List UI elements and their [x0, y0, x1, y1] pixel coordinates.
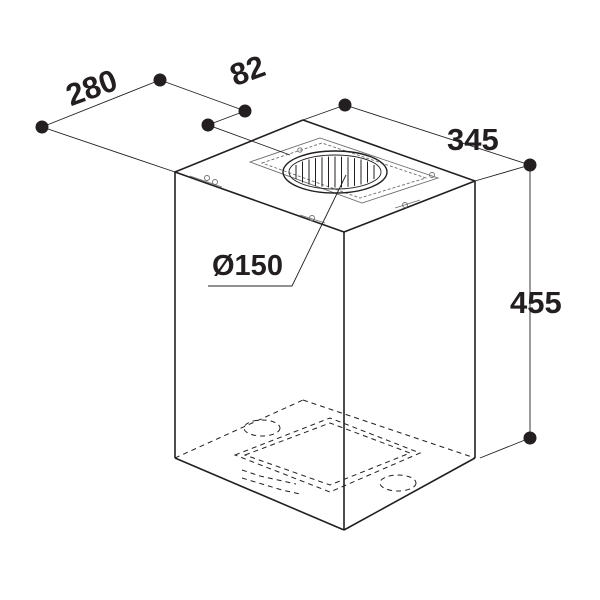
screw-hole	[402, 202, 408, 208]
screw-hole	[429, 172, 435, 178]
screw-hole	[204, 175, 210, 181]
top-plate-recess	[248, 137, 440, 204]
hidden-filter-inner	[243, 422, 412, 486]
dim-150-leader	[208, 174, 347, 287]
dim-dot	[523, 431, 537, 445]
dim-455-ext-bottom	[479, 437, 531, 459]
dim-82-ext	[207, 124, 291, 156]
box-bottom-left-edge	[174, 457, 345, 531]
dimension-lines	[41, 79, 531, 459]
duct-grille	[282, 150, 388, 194]
width-dimension-label: 345	[447, 122, 499, 157]
height-dimension-label: 455	[510, 285, 562, 320]
top-plate	[189, 137, 440, 224]
dim-280-ext-left	[41, 126, 176, 173]
box-bottom-right-edge	[343, 457, 476, 531]
dim-dot	[153, 73, 167, 87]
dim-dot	[338, 98, 352, 112]
dim-345-ext-right	[474, 164, 531, 182]
dim-345-ext-left	[302, 104, 346, 121]
duct-inner-ring	[288, 154, 382, 190]
dim-dot	[238, 104, 252, 118]
dim-280-line	[41, 79, 161, 128]
dim-dot	[201, 118, 215, 132]
dim-82-line	[207, 110, 246, 126]
dim-dot	[523, 158, 537, 172]
dim-345-line	[344, 104, 531, 166]
hidden-light-left	[243, 419, 281, 437]
hidden-bottom-outline	[174, 399, 476, 495]
hidden-light-right	[379, 474, 417, 492]
hood-box	[174, 119, 476, 531]
duct-outer-ring	[282, 150, 388, 194]
duct-diameter-label: Ø150	[212, 250, 283, 282]
dim-280-ext-right	[159, 79, 249, 113]
screw-hole	[297, 147, 303, 153]
hidden-filter-frame	[233, 417, 422, 493]
dimension-dots	[35, 73, 537, 445]
dim-dot	[35, 120, 49, 134]
